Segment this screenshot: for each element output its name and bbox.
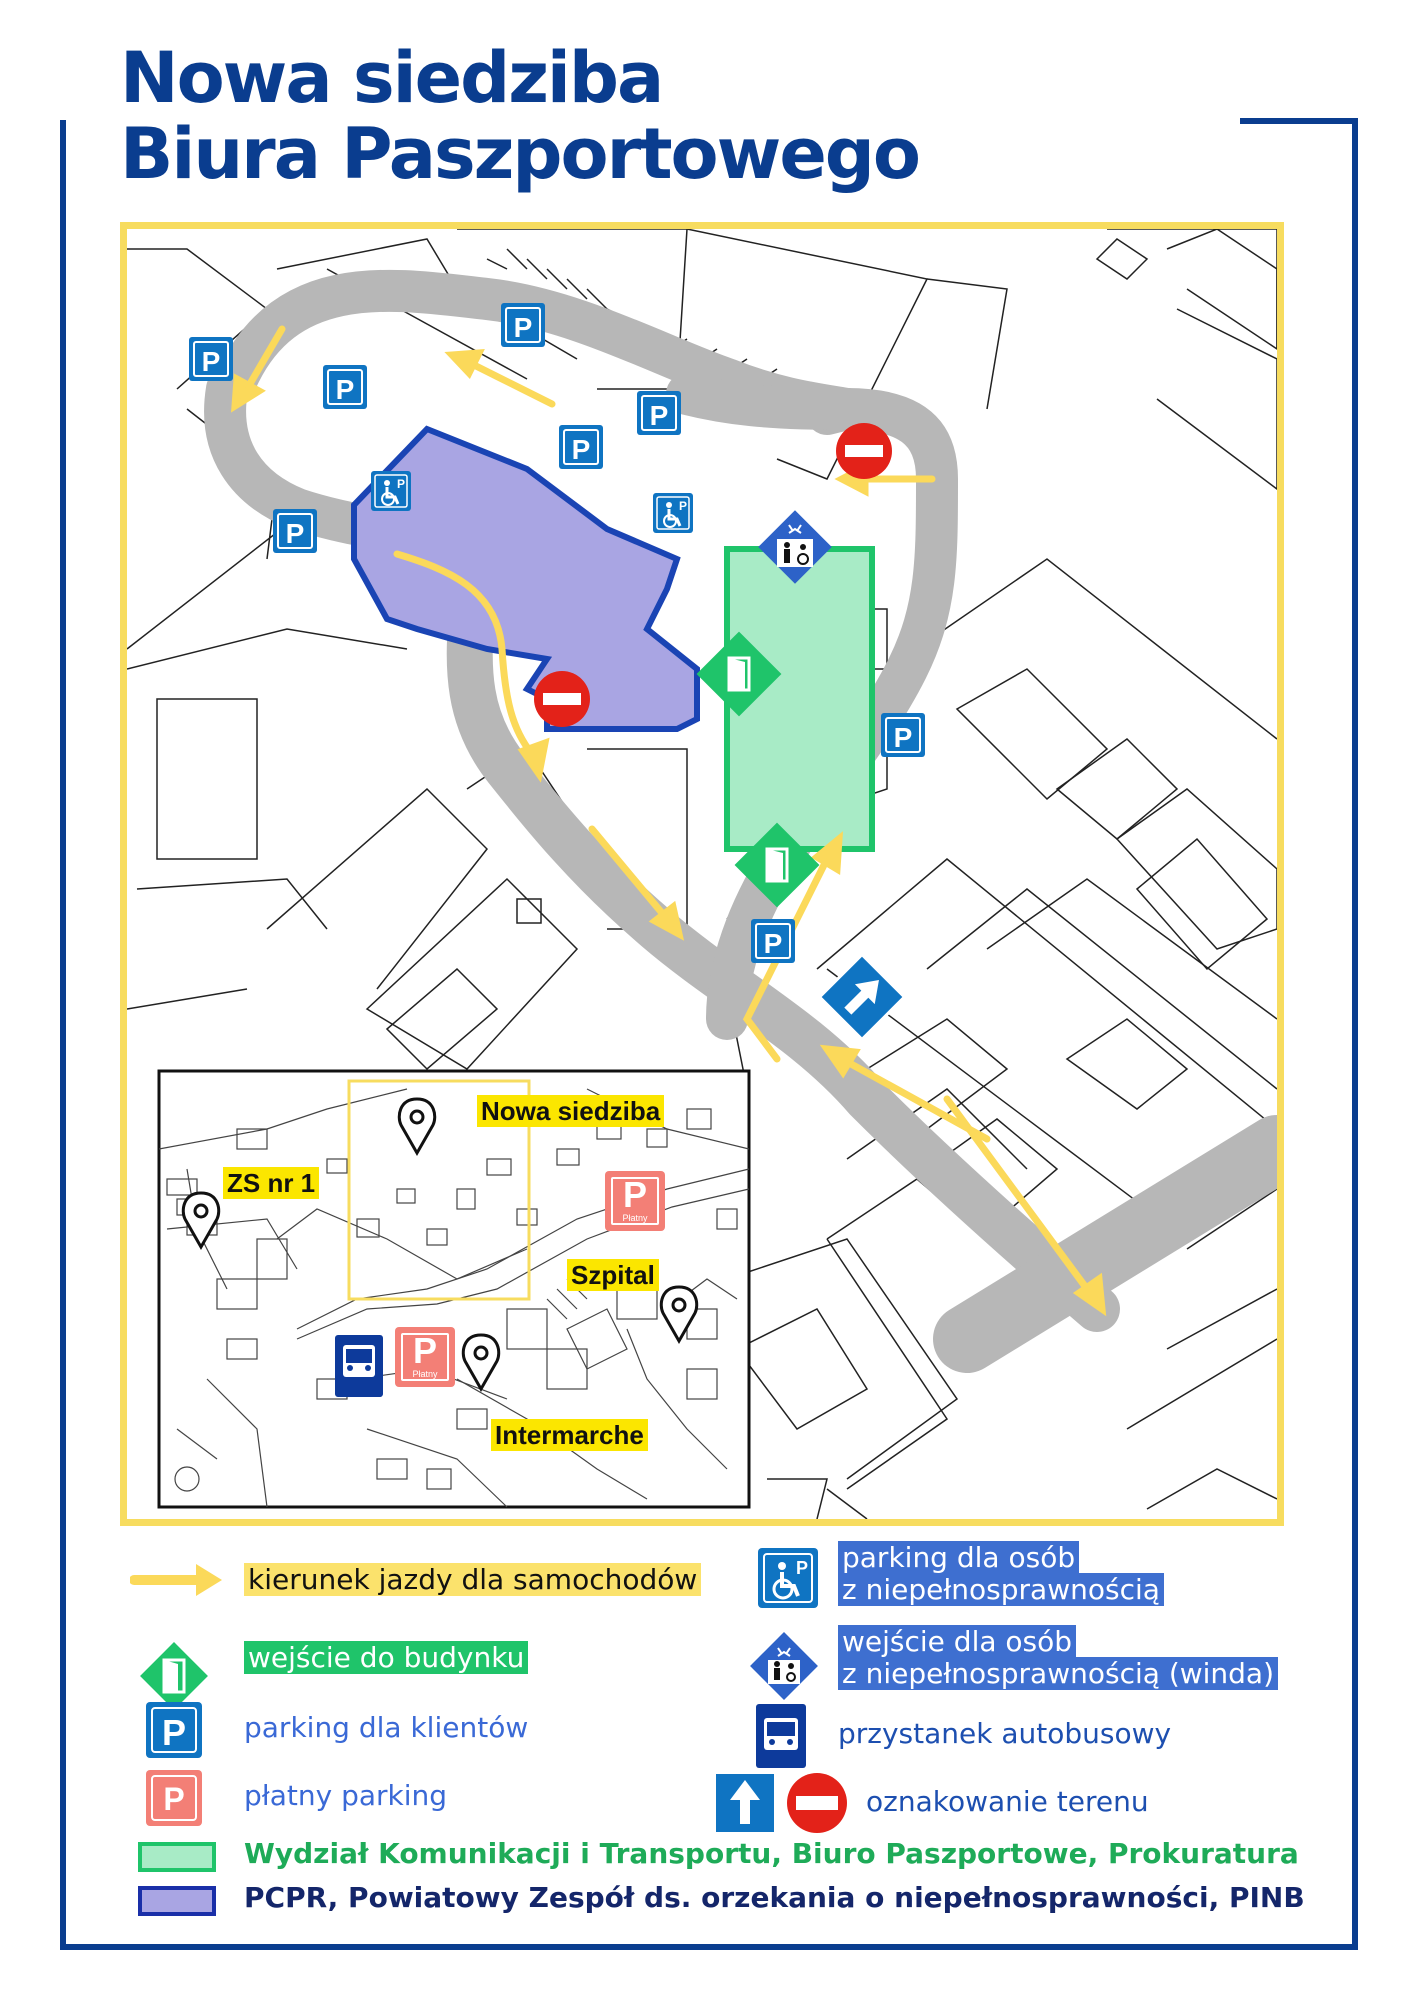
- purple-building[interactable]: [351, 425, 700, 732]
- legend-disabled-parking: parking dla osób z niepełnosprawnością: [838, 1541, 1164, 1606]
- legend-client-parking: parking dla klientów: [244, 1711, 529, 1744]
- legend-door-icon: [140, 1642, 208, 1710]
- legend-elevator-icon: [750, 1632, 818, 1700]
- legend-signage: oznakowanie terenu: [866, 1785, 1149, 1818]
- frame-right-line: [1352, 118, 1358, 1950]
- parking-icon: [880, 712, 926, 758]
- parking-icon: [636, 390, 682, 436]
- map-building-outlines: [127, 229, 1277, 1519]
- frame-left-line: [60, 120, 66, 1950]
- frame-top-right-line: [1240, 118, 1358, 124]
- legend-purple-building: PCPR, Powiatowy Zespół ds. orzekania o n…: [244, 1881, 1305, 1914]
- site-map-canvas: P P: [127, 229, 1277, 1519]
- no-entry-icon: [534, 671, 590, 727]
- title-line-2: Biura Paszportowego: [120, 113, 921, 195]
- legend-paid-parking-icon: P: [146, 1770, 202, 1826]
- parking-icon: [272, 508, 318, 554]
- inset-map[interactable]: [157, 1069, 751, 1509]
- legend-arrow-icon: [130, 1564, 222, 1596]
- paid-parking-icon: P Płatny: [605, 1171, 665, 1231]
- disabled-parking-icon: [369, 469, 413, 513]
- legend-disabled-entrance: wejście dla osób z niepełnosprawnością (…: [838, 1625, 1279, 1690]
- page-title: Nowa siedziba Biura Paszportowego: [120, 37, 921, 195]
- parking-icon: [750, 918, 796, 964]
- disabled-parking-icon: [651, 491, 695, 535]
- legend-paid-parking: płatny parking: [244, 1779, 448, 1812]
- legend-purple-swatch: [138, 1886, 216, 1916]
- frame-bottom-line: [60, 1944, 1358, 1950]
- legend-green-swatch: [138, 1842, 216, 1872]
- legend-arrow-up-icon: [716, 1774, 774, 1832]
- inset-focus-area: [347, 1079, 531, 1301]
- legend-bus-icon: [756, 1704, 806, 1768]
- legend-no-entry-icon: [787, 1773, 847, 1833]
- legend-bus-stop: przystanek autobusowy: [838, 1717, 1172, 1750]
- legend-entrance: wejście do budynku: [244, 1641, 529, 1674]
- inset-label-school: ZS nr 1: [223, 1167, 320, 1199]
- no-entry-icon: [836, 423, 892, 479]
- elevator-icon: [758, 510, 832, 584]
- legend-car-direction: kierunek jazdy dla samochodów: [244, 1563, 702, 1596]
- title-line-1: Nowa siedziba: [120, 37, 664, 119]
- inset-label-hospital: Szpital: [567, 1259, 659, 1291]
- parking-icon: [500, 302, 546, 348]
- legend-green-building: Wydział Komunikacji i Transportu, Biuro …: [244, 1837, 1299, 1870]
- arrow-up-icon: [817, 952, 907, 1042]
- inset-label-new-site: Nowa siedziba: [477, 1095, 665, 1127]
- car-direction-arrows: [230, 325, 1107, 1317]
- legend-disabled-parking-icon: P: [758, 1548, 818, 1608]
- parking-icon: [322, 364, 368, 410]
- svg-text:P: P: [796, 1558, 808, 1578]
- legend-parking-icon: P: [146, 1702, 202, 1758]
- parking-icon: [188, 336, 234, 382]
- bus-icon: [335, 1335, 383, 1397]
- svg-text:P: P: [163, 1781, 184, 1817]
- inset-label-store: Intermarche: [491, 1419, 648, 1451]
- svg-text:P: P: [162, 1712, 186, 1753]
- paid-parking-icon: P Płatny: [395, 1327, 455, 1387]
- site-map[interactable]: P P: [120, 222, 1284, 1526]
- parking-icon: [558, 424, 604, 470]
